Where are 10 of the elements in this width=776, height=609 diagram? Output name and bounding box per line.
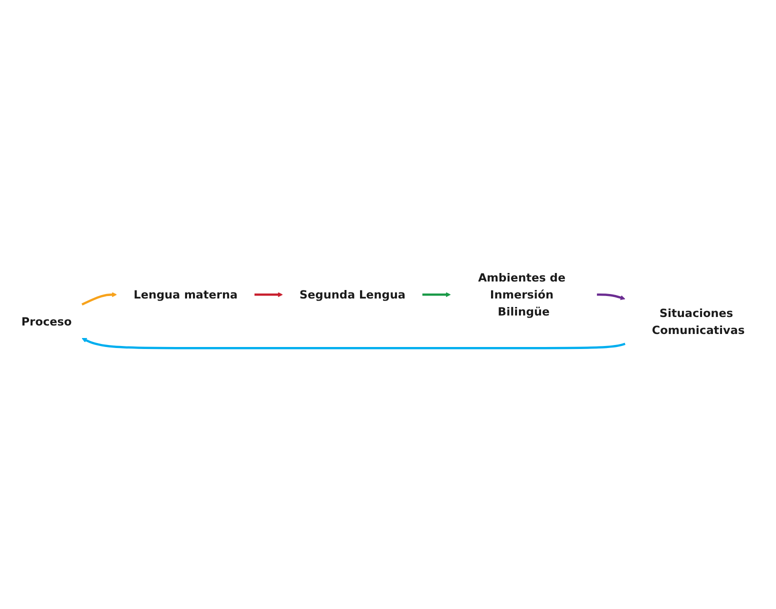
arrow (596, 294, 626, 300)
arrow (254, 292, 283, 298)
node-text: Proceso (21, 314, 72, 328)
node-text: Lengua materna (134, 288, 238, 302)
arrow (82, 338, 626, 350)
arrow (82, 292, 117, 306)
arrow (422, 292, 451, 298)
node-text: Situaciones Comunicativas (652, 306, 745, 337)
node-text: Segunda Lengua (300, 288, 406, 302)
node-text: Ambientes de Inmersión Bilingüe (478, 270, 566, 318)
